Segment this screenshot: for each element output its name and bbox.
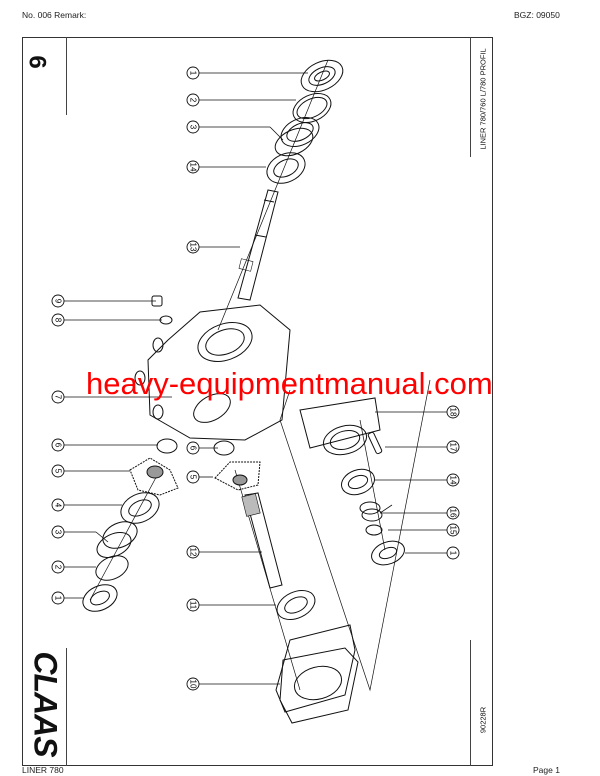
svg-text:5: 5	[189, 475, 198, 480]
callout-2: 2	[51, 560, 65, 574]
footer-page-number: Page 1	[533, 765, 560, 775]
svg-text:1: 1	[189, 71, 198, 76]
frame-divider	[66, 648, 67, 766]
callout-3: 3	[51, 525, 65, 539]
right-flange-assembly	[299, 397, 405, 566]
callout-6: 6	[51, 438, 65, 452]
cover-plate	[275, 624, 359, 724]
svg-text:17: 17	[449, 443, 458, 452]
callout-11: 11	[186, 598, 200, 612]
svg-text:13: 13	[189, 243, 198, 252]
svg-text:16: 16	[449, 509, 458, 518]
svg-text:2: 2	[54, 565, 63, 570]
svg-text:15: 15	[449, 526, 458, 535]
svg-text:7: 7	[54, 395, 63, 400]
callout-3: 3	[186, 120, 200, 134]
callout-1: 1	[51, 591, 65, 605]
svg-text:12: 12	[189, 548, 198, 557]
svg-text:1: 1	[449, 551, 458, 556]
svg-text:3: 3	[189, 125, 198, 130]
upper-bearing-stack	[266, 59, 344, 184]
svg-text:1: 1	[54, 596, 63, 601]
frame-divider	[470, 37, 471, 157]
leader-lines	[64, 72, 447, 685]
svg-text:10: 10	[189, 680, 198, 689]
header-remark: No. 006 Remark:	[22, 10, 87, 20]
watermark-text: heavy-equipmentmanual.com	[86, 366, 493, 401]
callout-18: 18	[446, 405, 460, 419]
callout-1: 1	[446, 546, 460, 560]
callout-8: 8	[51, 313, 65, 327]
svg-text:6: 6	[189, 446, 198, 451]
callout-14: 14	[446, 473, 460, 487]
frame-divider	[470, 640, 471, 766]
svg-text:2: 2	[189, 98, 198, 103]
svg-text:11: 11	[189, 601, 198, 610]
drawing-frame	[22, 37, 493, 766]
callout-17: 17	[446, 440, 460, 454]
frame-divider	[66, 37, 67, 115]
callout-5: 5	[51, 464, 65, 478]
svg-text:8: 8	[54, 318, 63, 323]
bevel-gears	[129, 457, 261, 496]
header-bgz-code: BGZ: 09050	[514, 10, 560, 20]
upper-shaft	[237, 189, 279, 301]
plug-and-seal	[151, 295, 173, 325]
lower-left-bearing-stack	[82, 492, 160, 612]
callout-4: 4	[51, 498, 65, 512]
callout-9: 9	[51, 294, 65, 308]
lower-bearing	[276, 589, 316, 621]
callout-15: 15	[446, 523, 460, 537]
callout-16: 16	[446, 506, 460, 520]
assembly-outline	[279, 379, 431, 692]
svg-text:9: 9	[54, 299, 63, 304]
callout-12: 12	[186, 545, 200, 559]
svg-text:14: 14	[189, 163, 198, 172]
circlips	[156, 438, 235, 456]
callout-5: 5	[186, 470, 200, 484]
svg-text:5: 5	[54, 469, 63, 474]
lower-shaft	[241, 492, 283, 589]
callout-7: 7	[51, 390, 65, 404]
svg-text:3: 3	[54, 530, 63, 535]
callout-6: 6	[186, 441, 200, 455]
callout-1: 1	[186, 66, 200, 80]
callout-13: 13	[186, 240, 200, 254]
callout-10: 10	[186, 677, 200, 691]
footer-model: LINER 780	[22, 765, 64, 775]
gearbox-housing	[134, 304, 291, 441]
callout-2: 2	[186, 93, 200, 107]
callout-14: 14	[186, 160, 200, 174]
svg-text:4: 4	[54, 503, 63, 508]
svg-text:14: 14	[449, 476, 458, 485]
svg-text:18: 18	[449, 408, 458, 417]
svg-text:6: 6	[54, 443, 63, 448]
